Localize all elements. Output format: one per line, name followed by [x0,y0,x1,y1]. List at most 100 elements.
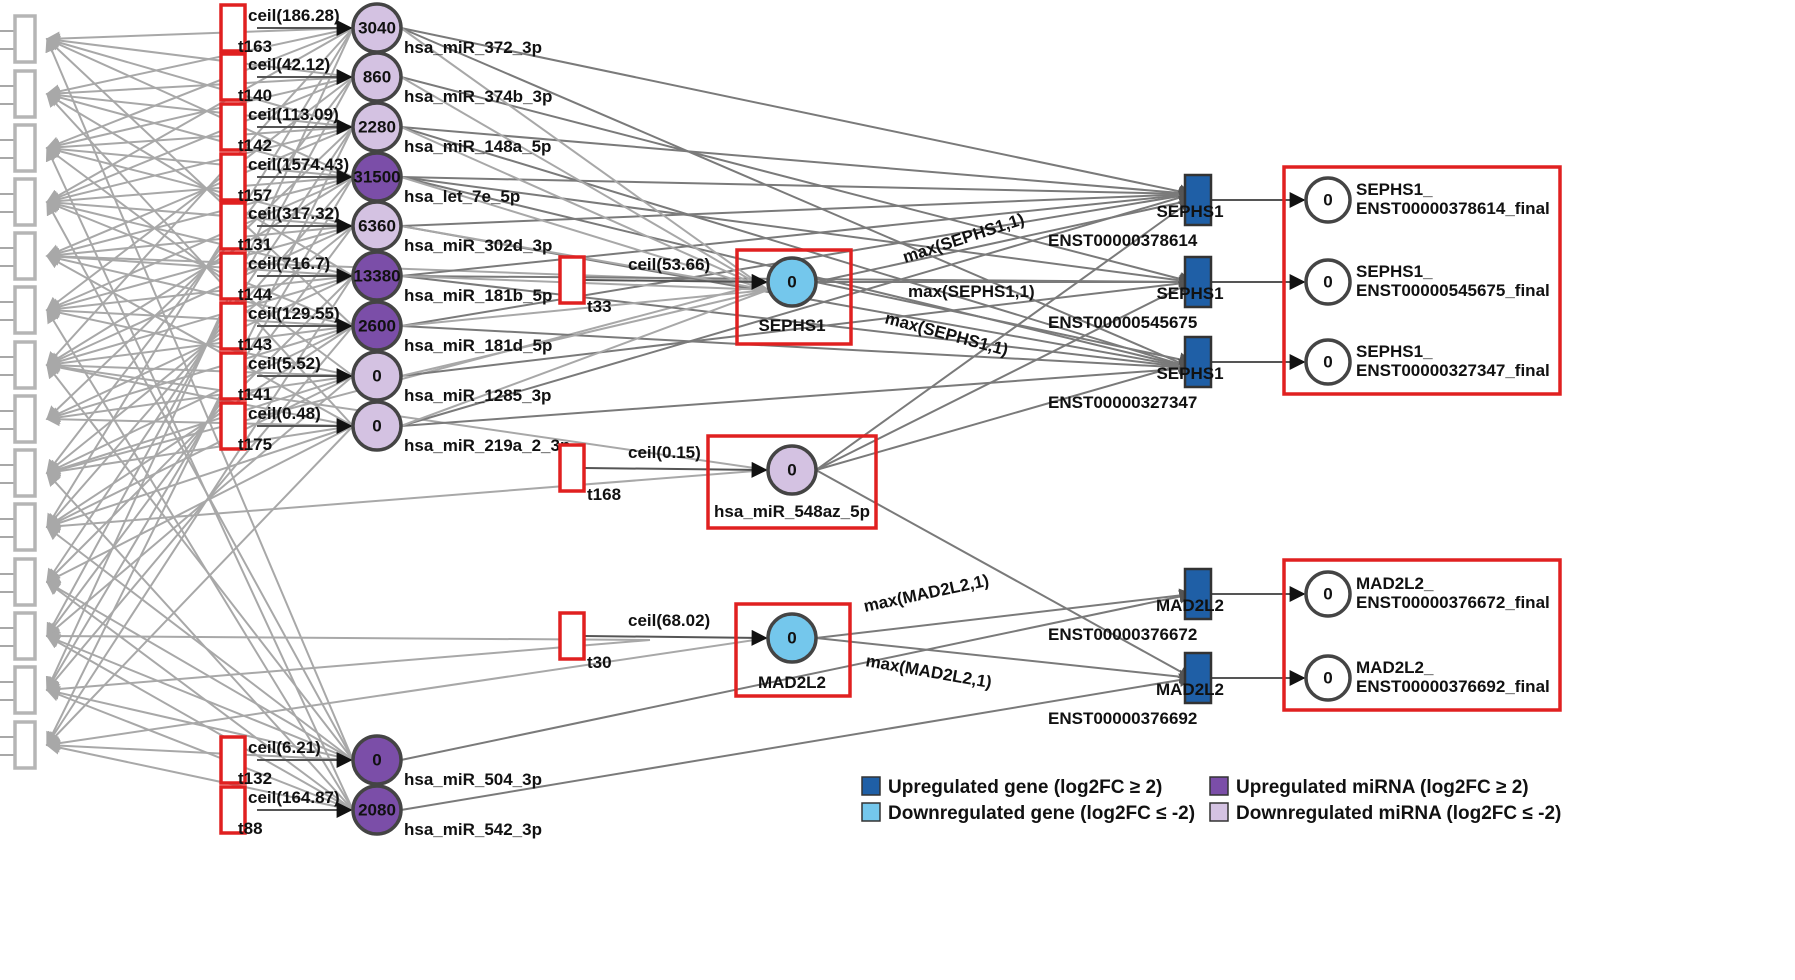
edge [400,126,1194,200]
output-gene: MAD2L2_ [1356,658,1434,677]
edge [400,27,769,291]
edge [45,639,651,696]
edge [45,325,354,371]
edge [45,176,354,366]
highlight-box [735,248,853,346]
edge [45,76,354,204]
mirna-place [351,784,403,836]
edge [45,526,354,761]
mirna-name: hsa_miR_372_3p [404,38,542,57]
output-value: 0 [1323,669,1332,688]
ceil-label: ceil(6.21) [248,738,321,757]
edge [815,358,1194,471]
edge [45,35,354,128]
edge [46,27,354,367]
edge [584,461,768,478]
output-box-sephs1 [1282,165,1562,396]
output-value: 0 [1323,585,1332,604]
max-label: max(MAD2L2,1) [864,651,993,692]
edge [400,325,1194,375]
middle-value: 0 [787,273,796,292]
transition-label: t30 [587,653,612,672]
output-value: 0 [1323,191,1332,210]
middle-transition [558,443,586,493]
mirna-place [351,250,403,302]
edge [45,738,354,761]
middle-name: hsa_miR_548az_5p [714,502,870,521]
transcript-transition [1183,651,1213,705]
edges-layer [0,20,1306,818]
edge [45,76,354,101]
edge [400,275,1194,374]
transition-label: t33 [587,297,612,316]
grey-transition [13,69,37,119]
mirna-name: hsa_let_7e_5p [404,187,520,206]
edge [45,225,354,367]
output-gene: SEPHS1_ [1356,180,1433,199]
mirna-transition [219,201,247,251]
edge [45,225,354,262]
edge [584,629,768,646]
max-label: max(SEPHS1,1) [908,282,1035,301]
mirna-transition [219,351,247,401]
mirna-value: 2080 [358,801,396,820]
ceil-label: ceil(0.15) [628,443,701,462]
edge [45,76,354,311]
output-place [1304,338,1352,386]
edge [45,469,769,533]
edge [45,126,354,206]
edge [400,27,1194,370]
ceil-label: ceil(164.87) [248,788,340,807]
ceil-label: ceil(68.02) [628,611,710,630]
legend-swatch [861,776,881,796]
edge [45,275,354,369]
mirna-name: hsa_miR_181d_5p [404,336,552,355]
edge [45,688,354,811]
edge [45,281,769,477]
edge [45,176,354,312]
ceil-label: ceil(186.28) [248,6,340,25]
grey-transition [13,611,37,661]
ceil-label: ceil(129.55) [248,304,340,323]
grey-transition [13,14,37,64]
edge [400,673,1194,811]
edge [400,126,769,291]
edge [45,126,354,420]
edge [400,276,1194,377]
output-gene: SEPHS1_ [1356,262,1433,281]
mirna-value: 0 [372,367,381,386]
edge [45,740,354,811]
edge [46,92,354,427]
middle-place [766,612,818,664]
middle-place [766,256,818,308]
edge [46,76,354,475]
edge [46,425,354,747]
output-gene: SEPHS1_ [1356,342,1433,361]
mirna-value: 0 [372,751,381,770]
edge [46,76,354,638]
grey-transition [13,665,37,715]
edge [45,126,354,258]
edge [45,275,354,316]
mirna-value: 13380 [353,267,400,286]
transition-label: t175 [238,435,272,454]
transcript-id: ENST00000376672 [1048,625,1197,644]
ceil-label: ceil(5.52) [248,354,321,373]
edge [45,255,354,427]
legend: Upregulated gene (log2FC ≥ 2)Upregulated… [861,776,1561,824]
legend-label: Downregulated miRNA (log2FC ≤ -2) [1236,803,1561,824]
edge [400,176,769,291]
edge [400,76,769,291]
transcript-gene: SEPHS1 [1156,202,1223,221]
edge [400,289,769,377]
output-id: ENST00000545675_final [1356,281,1550,300]
edge [45,629,651,644]
transcript-transition [1183,567,1213,621]
ceil-label: ceil(716.7) [248,254,330,273]
mirna-transition [219,785,247,835]
output-id: ENST00000376692_final [1356,677,1550,696]
transcript-gene: SEPHS1 [1156,284,1223,303]
edge [400,289,769,327]
middle-name: SEPHS1 [758,316,825,335]
